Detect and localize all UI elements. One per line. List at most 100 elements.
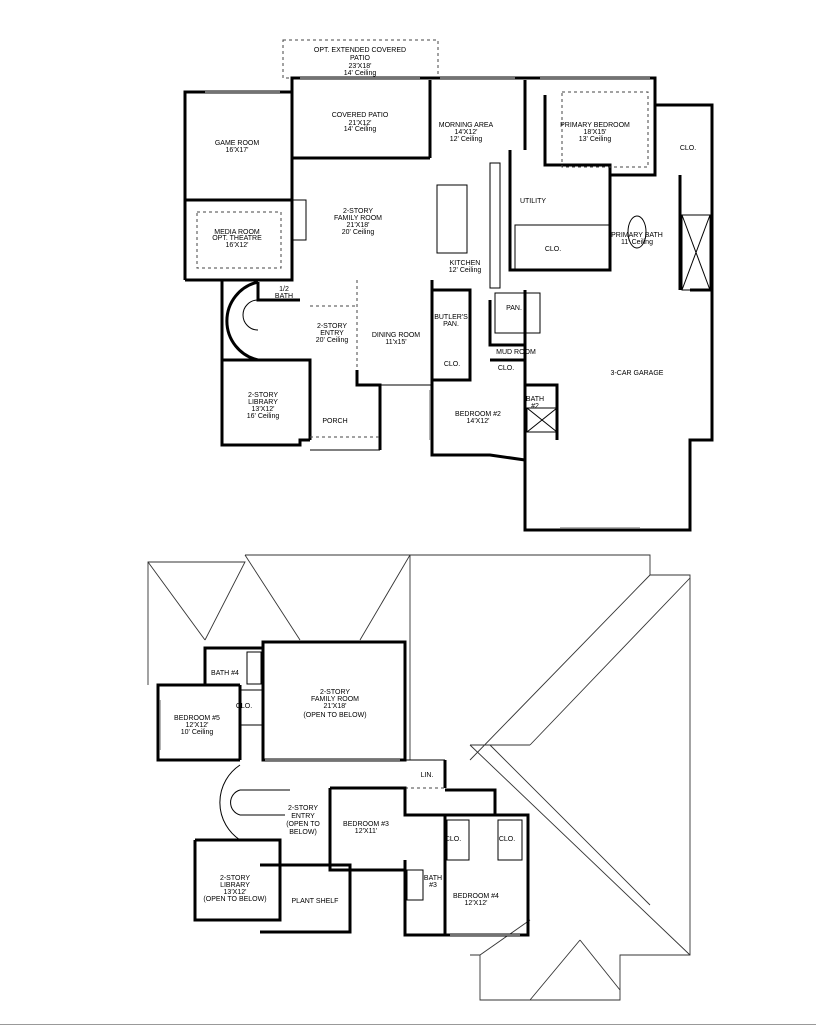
room-label: (OPEN TO BELOW)	[303, 712, 366, 719]
room-label: 12' Ceiling	[449, 267, 482, 274]
room-label: 11' Ceiling	[621, 239, 653, 246]
room-pantry: PAN.	[506, 305, 522, 312]
room-label: (OPEN TO BELOW)	[203, 896, 266, 903]
room-bedroom-5-closet: CLO.	[236, 703, 252, 710]
room-label: 2-STORY	[317, 323, 347, 330]
room-entry-open: 2-STORY ENTRY (OPEN TO BELOW)	[286, 805, 320, 836]
room-label: BATH	[424, 875, 442, 882]
room-linen: LIN.	[421, 772, 434, 779]
room-label: 12'X12'	[465, 900, 488, 907]
room-label: 2-STORY	[220, 875, 250, 882]
room-family-room: 2-STORY FAMILY ROOM 21'X18' 20' Ceiling	[334, 208, 382, 236]
room-label: 16' Ceiling	[247, 413, 280, 420]
room-label: 16'X12'	[226, 242, 249, 249]
room-label: ENTRY	[291, 813, 315, 820]
room-label: BELOW)	[289, 829, 317, 836]
room-label: 14' Ceiling	[344, 70, 377, 77]
room-label: (OPEN TO	[286, 821, 320, 828]
room-label: PAN.	[443, 321, 459, 328]
room-label: COVERED PATIO	[332, 112, 389, 119]
second-floor-plan: BATH #4 2-STORY FAMILY ROOM 21'X18' (OPE…	[147, 554, 691, 1001]
room-label: 13' Ceiling	[579, 136, 612, 143]
room-label: PRIMARY BATH	[611, 232, 663, 239]
room-label: LIBRARY	[248, 399, 278, 406]
room-covered-patio: COVERED PATIO 21'X12' 14' Ceiling	[332, 112, 389, 133]
room-library-open: 2-STORY LIBRARY 13'X12' (OPEN TO BELOW)	[203, 875, 266, 903]
room-label: FAMILY ROOM	[311, 696, 359, 703]
room-label: 2-STORY	[288, 805, 318, 812]
room-label: 21'X18'	[324, 703, 347, 710]
room-label: PATIO	[350, 55, 371, 62]
room-label: MORNING AREA	[439, 122, 494, 129]
room-entry: 2-STORY ENTRY 20' Ceiling	[316, 323, 349, 344]
room-label: KITCHEN	[450, 260, 481, 267]
room-primary-bedroom: PRIMARY BEDROOM 18'X15' 13' Ceiling	[560, 122, 630, 143]
room-label: ENTRY	[320, 330, 344, 337]
room-label: 23'X18'	[349, 63, 372, 70]
room-label: FAMILY ROOM	[334, 215, 382, 222]
room-label: LIBRARY	[220, 882, 250, 889]
room-plant-shelf: PLANT SHELF	[292, 898, 339, 905]
room-kitchen: KITCHEN 12' Ceiling	[449, 260, 482, 274]
room-label: 20' Ceiling	[316, 337, 349, 344]
room-porch: PORCH	[322, 418, 347, 425]
room-label: 18'X15'	[584, 129, 607, 136]
room-primary-closet: CLO.	[680, 145, 696, 152]
room-label: 14'X12'	[467, 418, 490, 425]
room-bath-3-closet: CLO.	[445, 836, 461, 843]
room-label: 12' Ceiling	[450, 136, 483, 143]
footer-divider	[0, 1024, 816, 1025]
room-label: 10' Ceiling	[181, 729, 214, 736]
room-label: 12'X11'	[355, 828, 377, 835]
room-label: BATH	[275, 293, 293, 300]
room-label: BATH	[526, 396, 544, 403]
room-bedroom-3: BEDROOM #3 12'X11'	[343, 821, 389, 835]
room-utility: UTILITY	[520, 198, 546, 205]
room-label: 2-STORY	[320, 689, 350, 696]
room-label: 13'X12'	[224, 889, 247, 896]
room-label: 14' Ceiling	[344, 126, 377, 133]
room-media-room: MEDIA ROOM OPT. THEATRE 16'X12'	[212, 229, 262, 249]
room-label: 2-STORY	[343, 208, 373, 215]
room-label: BEDROOM #2	[455, 411, 501, 418]
room-label: 2-STORY	[248, 392, 278, 399]
room-bedroom-4-closet: CLO.	[499, 836, 515, 843]
room-bath-3: BATH #3	[424, 875, 442, 889]
room-label: 16'X17'	[226, 147, 249, 154]
room-label: GAME ROOM	[215, 140, 260, 147]
room-label: 20' Ceiling	[342, 229, 375, 236]
room-family-room-open: 2-STORY FAMILY ROOM 21'X18' (OPEN TO BEL…	[303, 689, 366, 719]
room-library: 2-STORY LIBRARY 13'X12' 16' Ceiling	[247, 392, 280, 420]
room-mud-closet: CLO.	[498, 365, 514, 372]
room-label: 21'X18'	[347, 222, 370, 229]
room-bath-2: BATH #2	[526, 396, 544, 410]
room-label: 12'X12'	[186, 722, 209, 729]
first-floor-plan: OPT. EXTENDED COVERED PATIO 23'X18' 14' …	[183, 39, 714, 532]
room-label: BEDROOM #4	[453, 893, 499, 900]
room-label: BEDROOM #3	[343, 821, 389, 828]
room-label: MEDIA ROOM	[214, 229, 260, 236]
room-dining-room: DINING ROOM 11'x15'	[372, 332, 420, 346]
room-label: #3	[429, 882, 437, 889]
room-mud-room: MUD ROOM	[496, 349, 536, 356]
room-label: OPT. THEATRE	[212, 235, 262, 242]
room-label: BEDROOM #5	[174, 715, 220, 722]
room-label: 14'X12'	[455, 129, 478, 136]
room-garage: 3-CAR GARAGE	[611, 370, 664, 377]
room-label: 1/2	[279, 286, 289, 293]
room-label: 21'X12'	[349, 120, 372, 127]
room-butler-closet: CLO.	[444, 361, 460, 368]
roof-outline	[147, 554, 691, 1001]
room-label: #2	[531, 403, 539, 410]
room-label: 11'x15'	[385, 339, 406, 346]
room-opt-extended-patio: OPT. EXTENDED COVERED PATIO 23'X18' 14' …	[314, 47, 406, 77]
room-label: DINING ROOM	[372, 332, 420, 339]
room-butlers-pantry: BUTLER'S PAN.	[434, 314, 468, 328]
room-bedroom-2: BEDROOM #2 14'X12'	[455, 411, 501, 425]
room-bedroom-5: BEDROOM #5 12'X12' 10' Ceiling	[174, 715, 220, 736]
room-label: 13'X12'	[252, 406, 275, 413]
room-morning-area: MORNING AREA 14'X12' 12' Ceiling	[439, 122, 494, 143]
room-bath-4: BATH #4	[211, 670, 239, 677]
room-game-room: GAME ROOM 16'X17'	[215, 140, 260, 154]
room-label: BUTLER'S	[434, 314, 468, 321]
